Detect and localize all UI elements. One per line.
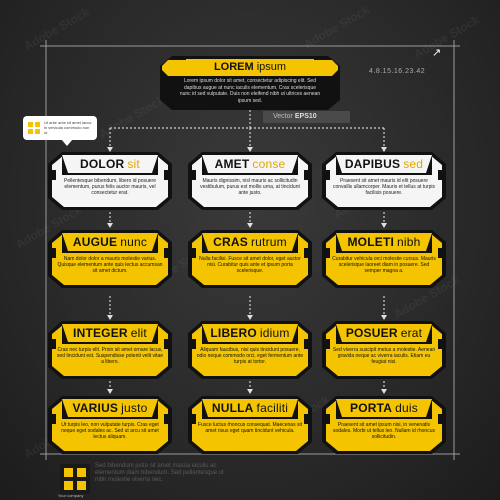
vector-bold: EPS10 bbox=[294, 113, 317, 120]
node-title-light: sit bbox=[127, 157, 140, 171]
node-title-light: elit bbox=[130, 326, 147, 340]
node-shape bbox=[48, 152, 172, 210]
connector-arrows bbox=[107, 147, 387, 394]
node-text: Curabitur vehicula orci molestie cursus.… bbox=[332, 256, 436, 274]
node-title-light: conse bbox=[252, 157, 286, 171]
node-title-bold: VARIUS bbox=[72, 401, 119, 415]
speech-bubble: Ut ante ante sit amet lacus in vehicula … bbox=[23, 116, 97, 146]
node-title-bold: AMET bbox=[214, 157, 250, 171]
node-text: Pellentesque bibendum, libero id posuere… bbox=[63, 178, 156, 196]
arrow-up-right-icon: ↗ bbox=[432, 47, 442, 59]
node-text: Praesent sit amet ipsum nisi, in venenat… bbox=[333, 422, 435, 440]
node-text: Cras nec turpis elit. Proin sit amet orn… bbox=[56, 347, 164, 365]
node-shape bbox=[48, 230, 172, 288]
node-title-light: idium bbox=[259, 326, 290, 340]
node-text: Sed viverra suscipit metus a molestie. A… bbox=[332, 347, 436, 365]
root-title-bold: LOREM bbox=[213, 61, 254, 73]
root-text: Lorem ipsum dolor sit amet, consectetur … bbox=[179, 78, 321, 104]
node-title-bold: DAPIBUS bbox=[344, 157, 401, 171]
node-text: Ut turpis leo, non vulputate turpis. Cra… bbox=[61, 422, 159, 440]
node-title-bold: DOLOR bbox=[80, 157, 125, 171]
root-node: LOREM ipsum Lorem ipsum dolor sit amet, … bbox=[160, 56, 340, 110]
node-shape bbox=[322, 396, 446, 454]
node-title-light: sed bbox=[403, 157, 424, 171]
root-title-light: ipsum bbox=[256, 61, 287, 73]
node-title-bold: POSUER bbox=[345, 326, 398, 340]
node-title-light: nibh bbox=[397, 235, 421, 249]
node-shape bbox=[188, 230, 312, 288]
node-text: Mauris dignissim, nisl mauris ac sollici… bbox=[200, 178, 300, 196]
node-shape bbox=[322, 152, 446, 210]
version-label: 4.8.15.16.23.42 bbox=[369, 68, 426, 75]
company-logo bbox=[60, 464, 90, 494]
node-title-light: erat bbox=[400, 326, 423, 340]
root-title: LOREM ipsum bbox=[190, 59, 310, 75]
node-shape bbox=[322, 230, 446, 288]
vector-prefix: Vector bbox=[273, 113, 293, 120]
node-shape bbox=[48, 321, 172, 379]
bubble-text: Ut ante ante sit amet lacus in vehicula … bbox=[44, 120, 92, 135]
crop-marks bbox=[40, 40, 460, 460]
node-shape bbox=[48, 396, 172, 454]
node-text: Praesent sit amet mauris id elit posuere… bbox=[333, 178, 435, 196]
node-shape bbox=[188, 396, 312, 454]
node-title-bold: CRAS bbox=[213, 235, 248, 249]
node-title-light: justo bbox=[121, 401, 148, 415]
node-title-bold: NULLA bbox=[211, 401, 254, 415]
node-title-bold: AUGUE bbox=[72, 235, 118, 249]
node-title-bold: MOLETI bbox=[347, 235, 395, 249]
node-shape bbox=[188, 152, 312, 210]
node-title-light: duis bbox=[395, 401, 418, 415]
node-title-bold: INTEGER bbox=[73, 326, 128, 340]
node-title-light: nunc bbox=[120, 235, 148, 249]
node-text: Fusce luctus rhoncus consequat. Maecenas… bbox=[198, 422, 302, 434]
node-title-light: faciliti bbox=[256, 401, 289, 415]
node-title-bold: PORTA bbox=[350, 401, 393, 415]
node-text: Nam dolor dolor a mauris molestie varius… bbox=[57, 256, 163, 274]
node-text: Aliquam faucibus, nisi quis tincidunt po… bbox=[196, 347, 304, 365]
node-shape bbox=[188, 321, 312, 379]
root-node-shape bbox=[160, 56, 340, 110]
logo-caption: Your company bbox=[58, 493, 84, 498]
node-text: Nulla facilisi. Fusce sit amet dolor, eg… bbox=[199, 256, 301, 274]
node-title-bold: LIBERO bbox=[210, 326, 257, 340]
node-title-light: rutrum bbox=[250, 235, 287, 249]
grid-icon bbox=[28, 122, 40, 134]
node-shape bbox=[322, 321, 446, 379]
footer-text: Sed bibendum justo sit amet massa iaculi… bbox=[95, 463, 224, 483]
